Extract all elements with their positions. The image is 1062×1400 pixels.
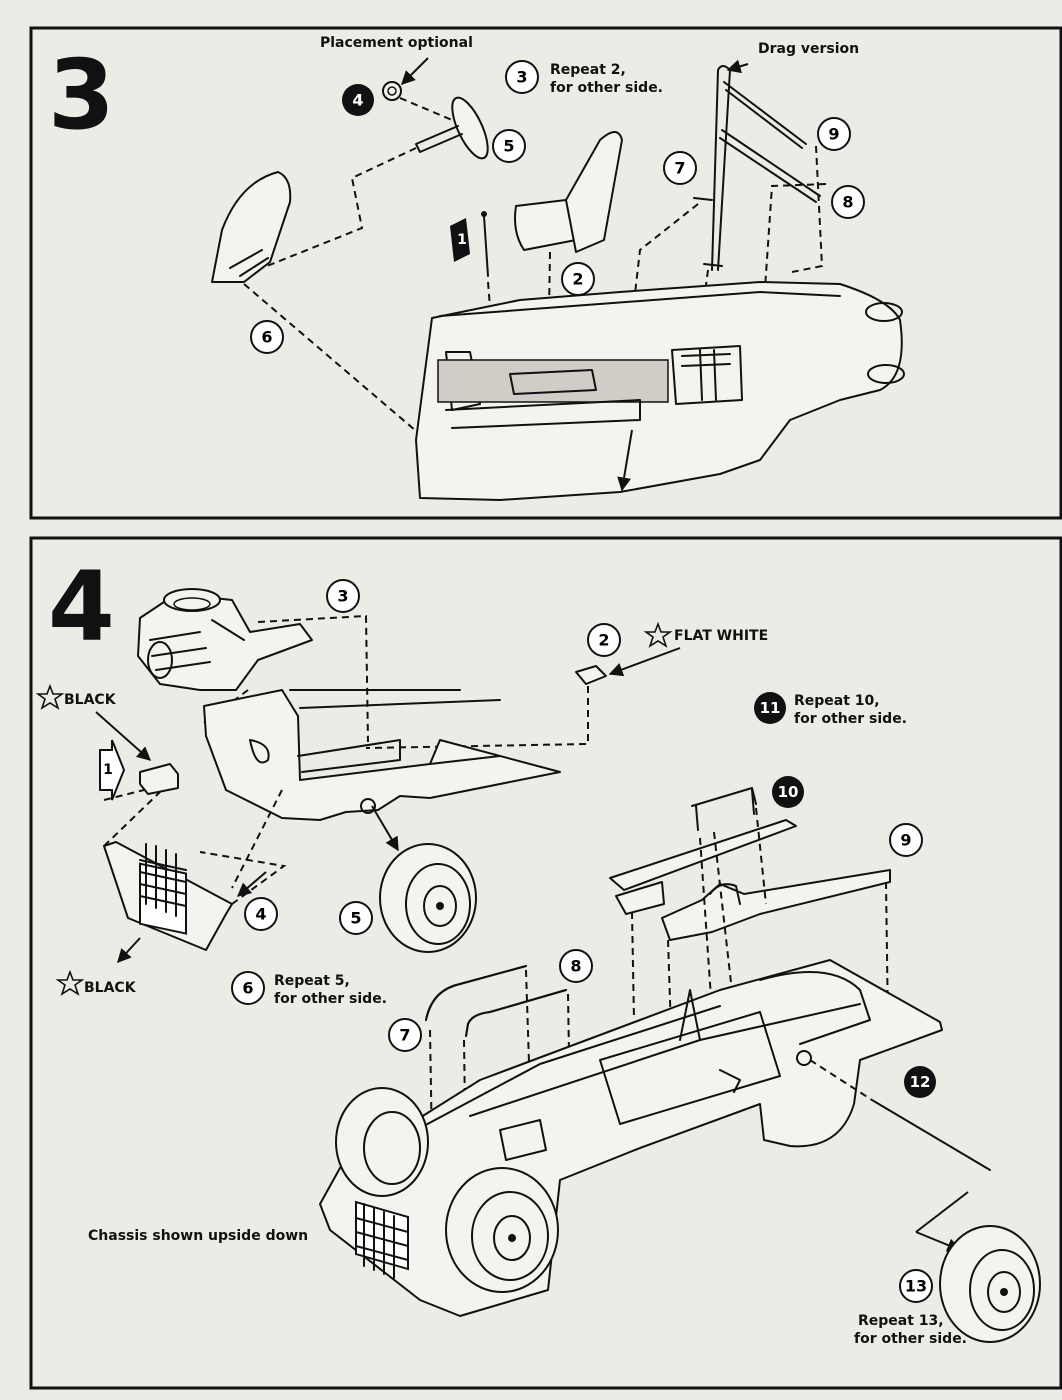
repeat-10-line-2: for other side. (794, 711, 907, 727)
callout-11: 11 (760, 699, 781, 717)
repeat-13-line-1: Repeat 13, (858, 1313, 944, 1329)
callout-6-bottom: 6 (242, 979, 253, 998)
dash-panel-part (211, 171, 451, 461)
callout-2-bottom: 2 (598, 631, 609, 650)
step-4-number: 4 (48, 551, 115, 663)
drag-version-note: Drag version (758, 41, 859, 57)
black-label-2: BLACK (84, 980, 137, 996)
star-icon (643, 621, 673, 648)
exhaust-pipes-part (425, 965, 571, 1181)
main-chassis (319, 959, 943, 1317)
callout-4-badge (342, 84, 374, 116)
steering-wheel-part (261, 57, 489, 269)
repeat-2-line-1: Repeat 2, (550, 62, 626, 78)
black-part-1 (139, 763, 179, 795)
callout-8-bottom: 8 (570, 957, 581, 976)
black-label-1: BLACK (64, 692, 117, 708)
front-chassis-section (203, 689, 561, 889)
star-icon (35, 683, 65, 710)
grille-part (103, 791, 287, 951)
callout-9-top: 9 (828, 125, 839, 144)
front-wheel-part (371, 805, 477, 953)
callout-13: 13 (905, 1277, 927, 1296)
rear-wheel-part (939, 1225, 1041, 1343)
chassis-upside-down-note: Chassis shown upside down (88, 1228, 308, 1244)
repeat-5-note: 6 Repeat 5, for other side. (231, 971, 387, 1007)
callout-6-top: 6 (261, 328, 272, 347)
step-4-panel: 4 3 2 FLAT WHITE (29, 536, 1062, 1390)
callout-7-bottom: 7 (399, 1026, 410, 1045)
callout-1-top: 1 (457, 232, 467, 248)
repeat-10-line-1: Repeat 10, (794, 693, 880, 709)
callout-10: 10 (778, 783, 799, 801)
outline-arrow-icon (99, 739, 126, 801)
callout-5-bottom: 5 (350, 909, 361, 928)
flat-white-part (365, 647, 681, 749)
frame-rails-part (609, 787, 891, 1081)
engine-part (137, 588, 369, 743)
repeat-13-line-2: for other side. (854, 1331, 967, 1347)
callout-4-top: 4 (352, 91, 363, 110)
axle-part (809, 1059, 991, 1250)
callout-5-top: 5 (503, 137, 514, 156)
step-3-frame (29, 26, 1062, 520)
flat-white-label: FLAT WHITE (674, 628, 768, 644)
interior-tub (415, 281, 905, 501)
step-4-frame (29, 536, 1062, 1390)
star-icon (55, 969, 85, 996)
callout-3-bottom: 3 (337, 587, 348, 606)
repeat-5-line-2: for other side. (274, 991, 387, 1007)
repeat-10-note: 11 Repeat 10, for other side. (754, 692, 907, 727)
seat-part (514, 131, 623, 373)
repeat-2-note: 3 Repeat 2, for other side. (505, 60, 663, 96)
callout-3-top: 3 (516, 68, 527, 87)
callout-12: 12 (910, 1073, 931, 1091)
step-3-number: 3 (48, 39, 115, 151)
step-3-panel: 3 Placement optional Drag version 3 Repe… (29, 26, 1062, 520)
callout-2-top: 2 (572, 270, 583, 289)
filled-arrow-icon (450, 218, 470, 262)
repeat-5-line-1: Repeat 5, (274, 973, 350, 989)
callout-7-top: 7 (674, 159, 685, 178)
callout-1-bottom: 1 (103, 762, 113, 778)
callout-8-top: 8 (842, 193, 853, 212)
placement-note: Placement optional (320, 35, 473, 51)
callout-4-bottom: 4 (255, 905, 266, 924)
repeat-2-line-2: for other side. (550, 80, 663, 96)
callout-9-bottom: 9 (900, 831, 911, 850)
